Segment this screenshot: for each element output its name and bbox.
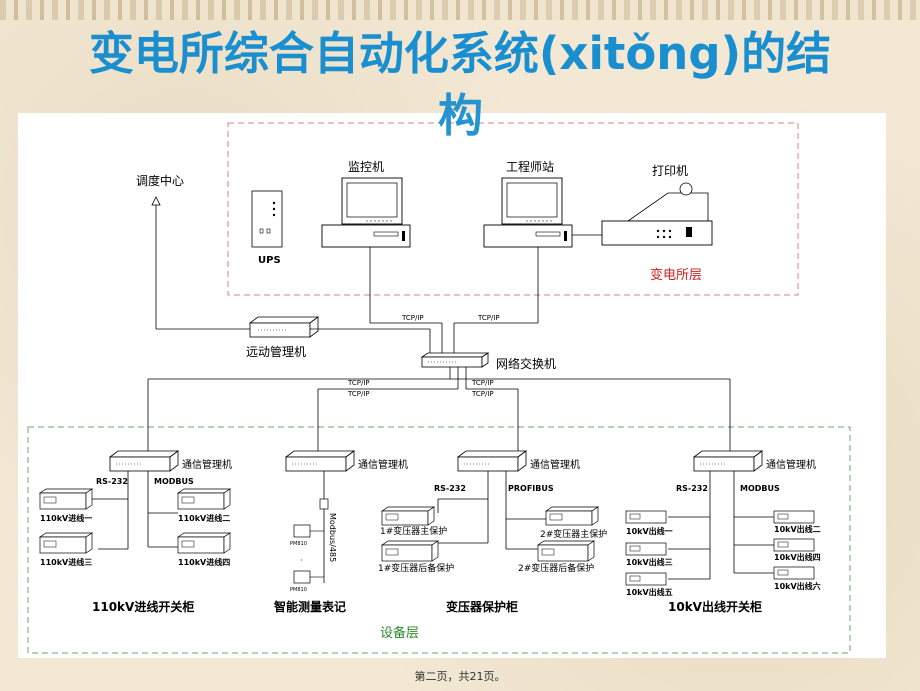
comm-manager-label-1: 通信管理机 [182,458,232,471]
dispatch-center-label: 调度中心 [136,173,184,188]
feeder-label-10-2: 10kV出线二 [774,524,821,534]
relay-box-10kv-6 [773,566,815,580]
feeder-label-110-4: 110kV进线四 [178,557,230,567]
meter-label-2: PM810 [290,587,307,593]
decorative-border [0,0,920,20]
relay-box-transformer-4 [536,540,596,562]
telecontrol-unit-icon [248,316,320,338]
modbus485-label: Modbus/485 [328,513,337,562]
group-caption-10kv: 10kV出线开关柜 [668,599,762,614]
relay-box-110kv-4 [176,532,232,554]
converter-icon [319,498,329,510]
page-footer: 第二页，共21页。 [414,670,506,683]
dispatch-arrow [151,196,161,206]
group-caption-110kv: 110kV进线开关柜 [92,599,194,614]
meter-icon-1 [293,524,311,538]
comm-manager-label-2: 通信管理机 [358,458,408,471]
tcpip-label-2: TCP/IP [477,314,500,322]
relay-box-10kv-3 [625,542,667,556]
rs232-label-1: RS-232 [96,477,128,486]
monitor-computer-icon [321,177,411,248]
comm-manager-transformer-icon [456,450,528,472]
comm-manager-label-4: 通信管理机 [766,458,816,471]
feeder-label-110-3: 110kV进线三 [40,557,92,567]
engineer-station-label: 工程师站 [506,159,554,174]
comm-manager-10kv-icon [692,450,764,472]
comm-manager-110kv-icon [108,450,180,472]
group-caption-transformer: 变压器保护柜 [446,599,518,614]
relay-box-transformer-2 [544,506,600,526]
monitor-label: 监控机 [348,160,384,174]
device-layer-label: 设备层 [380,625,419,641]
transformer-label-1: 1#变压器主保护 [380,525,447,537]
relay-box-110kv-2 [176,488,232,510]
tcpip-label-5: TCP/IP [471,379,494,387]
relay-box-10kv-5 [625,572,667,586]
rs232-label-3: RS-232 [676,484,708,493]
feeder-label-10-3: 10kV出线三 [626,557,673,567]
system-diagram: 变电所层 设备层 调度中心 UPS 监控机 工程师站 打印机 [27,122,851,654]
feeder-label-110-1: 110kV进线一 [40,513,92,523]
tcpip-label-1: TCP/IP [401,314,424,322]
transformer-label-3: 1#变压器后备保护 [378,562,454,574]
telecontrol-label: 远动管理机 [246,344,306,359]
rs232-label-2: RS-232 [434,484,466,493]
relay-box-110kv-1 [38,488,94,510]
relay-box-transformer-3 [380,540,440,562]
engineer-station-icon [483,177,573,248]
station-layer-box [227,122,799,296]
modbus-label-2: MODBUS [740,484,780,493]
relay-box-110kv-3 [38,532,94,554]
ups-icon [251,190,283,248]
transformer-label-4: 2#变压器后备保护 [518,562,594,574]
printer-icon [601,182,713,246]
relay-box-10kv-4 [773,538,815,552]
relay-box-10kv-1 [625,510,667,524]
network-switch-icon [420,352,490,368]
tcpip-label-6: TCP/IP [471,390,494,398]
profibus-label: PROFIBUS [508,484,554,493]
diagram-panel: 变电所层 设备层 调度中心 UPS 监控机 工程师站 打印机 [18,113,886,658]
ups-label: UPS [258,255,281,266]
feeder-label-10-5: 10kV出线五 [626,587,673,597]
switch-label: 网络交换机 [496,356,556,371]
meter-label-1: PM810 [290,541,307,547]
feeder-label-10-4: 10kV出线四 [774,552,821,562]
feeder-label-110-2: 110kV进线二 [178,513,230,523]
comm-manager-label-3: 通信管理机 [530,458,580,471]
device-layer-box [27,426,851,654]
relay-box-10kv-2 [773,510,815,524]
group-caption-meter: 智能测量表记 [273,599,346,614]
comm-manager-meter-icon [284,450,356,472]
tcpip-label-4: TCP/IP [347,390,370,398]
feeder-label-10-1: 10kV出线一 [626,526,673,536]
feeder-label-10-6: 10kV出线六 [774,581,821,591]
relay-box-transformer-1 [380,506,436,526]
page-title: 变电所综合自动化系统(xitǒng)的结 [88,27,832,80]
tcpip-label-3: TCP/IP [347,379,370,387]
page-title-line2: 构 [438,89,484,142]
printer-label: 打印机 [652,164,688,178]
modbus-label-1: MODBUS [154,477,194,486]
meter-icon-2 [293,570,311,584]
meter-dots: · [300,556,303,565]
transformer-label-2: 2#变压器主保护 [540,528,607,540]
station-layer-label: 变电所层 [650,267,702,283]
